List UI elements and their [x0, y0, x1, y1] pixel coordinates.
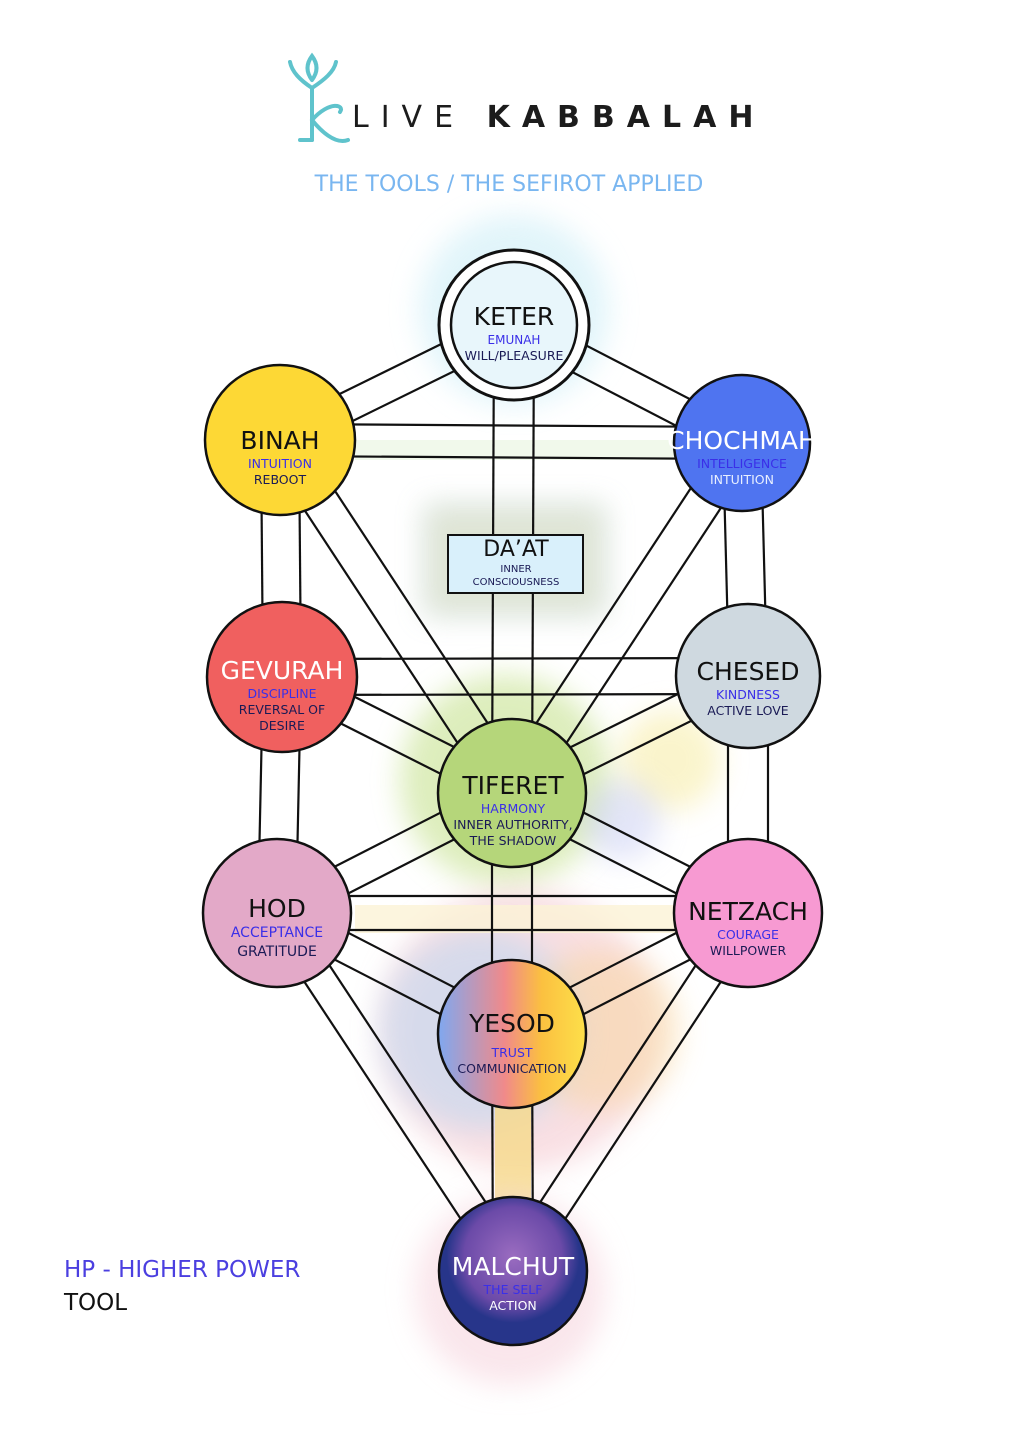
- chesed-line2: ACTIVE LOVE: [707, 703, 789, 718]
- sefira-circle-tiferet: [436, 717, 588, 869]
- chesed-title: CHESED: [696, 657, 800, 686]
- keter-line2: WILL/PLEASURE: [464, 348, 564, 363]
- sefira-hod: HOD ACCEPTANCE GRATITUDE: [231, 894, 323, 962]
- tiferet-line1: HARMONY: [480, 801, 546, 816]
- binah-line2: REBOOT: [253, 472, 307, 487]
- path-binah-chochmah: [279, 422, 743, 461]
- chesed-line1: KINDNESS: [716, 687, 780, 702]
- chochmah-line1: INTELLIGENCE: [697, 456, 787, 471]
- malchut-title: MALCHUT: [451, 1252, 575, 1281]
- sefira-chochmah: CHOCHMAH INTELLIGENCE INTUITION: [667, 426, 817, 488]
- netzach-line2: WILLPOWER: [709, 943, 787, 958]
- hod-line2: GRATITUDE: [237, 944, 317, 960]
- sefira-yesod: YESOD TRUST COMMUNICATION: [457, 1009, 566, 1077]
- path-edge-line: [280, 422, 743, 429]
- gevurah-line3: DESIRE: [259, 718, 305, 733]
- sefira-circle-chesed: [674, 602, 822, 750]
- k-plant-logo-icon: [288, 52, 350, 143]
- sefira-circle-gevurah: [205, 600, 359, 754]
- sefira-keter: KETER EMUNAH WILL/PLEASURE: [465, 302, 564, 364]
- legend-tool: TOOL: [64, 1290, 128, 1316]
- binah-line1: INTUITION: [247, 456, 313, 471]
- sefira-circle-binah: [203, 363, 357, 517]
- sefira-tiferet: TIFERET HARMONY INNER AUTHORITY, THE SHA…: [453, 771, 572, 849]
- sefira-gevurah: GEVURAH DISCIPLINE REVERSAL OF DESIRE: [221, 656, 344, 734]
- tiferet-title: TIFERET: [462, 771, 564, 800]
- chochmah-line2: INTUITION: [709, 472, 775, 487]
- netzach-line1: COURAGE: [717, 927, 779, 942]
- sefira-chesed: CHESED KINDNESS ACTIVE LOVE: [697, 657, 800, 719]
- sefira-circle-hod: [201, 837, 353, 989]
- sefira-daat: DA’AT INNER CONSCIOUSNESS: [473, 537, 560, 589]
- tiferet-line3: THE SHADOW: [469, 833, 557, 848]
- daat-line2: CONSCIOUSNESS: [472, 577, 560, 588]
- hod-title: HOD: [248, 894, 306, 923]
- path-hod-netzach: [277, 894, 748, 932]
- keter-title: KETER: [473, 302, 555, 331]
- sefira-malchut: MALCHUT THE SELF ACTION: [452, 1252, 574, 1314]
- brand-light: LIVE: [352, 100, 466, 135]
- malchut-line1: THE SELF: [483, 1282, 543, 1297]
- binah-title: BINAH: [240, 426, 320, 455]
- gevurah-line1: DISCIPLINE: [247, 686, 317, 701]
- sefira-circle-netzach: [672, 837, 824, 989]
- page-subtitle: THE TOOLS / THE SEFIROT APPLIED: [314, 172, 704, 197]
- path-edge-line: [279, 454, 742, 461]
- tiferet-line2: INNER AUTHORITY,: [453, 817, 573, 832]
- netzach-title: NETZACH: [688, 897, 808, 926]
- daat-line1: INNER: [500, 564, 532, 575]
- sefira-circle-yesod: [436, 958, 588, 1110]
- gevurah-title: GEVURAH: [220, 656, 344, 685]
- sefira-circle-chochmah: [672, 373, 812, 513]
- path-edge-line: [282, 692, 749, 697]
- daat-title: DA’AT: [483, 537, 549, 562]
- keter-line1: EMUNAH: [487, 333, 541, 347]
- gevurah-line2: REVERSAL OF: [238, 702, 326, 717]
- brand-name: LIVE KABBALAH: [352, 100, 765, 135]
- malchut-line2: ACTION: [489, 1298, 537, 1313]
- path-gevurah-chesed: [281, 656, 749, 697]
- path-edge-line: [281, 656, 748, 661]
- sefira-netzach: NETZACH COURAGE WILLPOWER: [688, 897, 808, 959]
- yesod-title: YESOD: [469, 1009, 555, 1038]
- brand-bold: KABBALAH: [486, 100, 766, 135]
- sefira-circle-keter: [449, 260, 579, 390]
- yesod-line2: COMMUNICATION: [457, 1061, 567, 1076]
- legend-hp: HP - HIGHER POWER: [64, 1257, 301, 1283]
- daat-box: [447, 534, 584, 594]
- sefira-binah: BINAH INTUITION REBOOT: [240, 426, 319, 488]
- chochmah-title: CHOCHMAH: [667, 426, 817, 455]
- sefira-circle-malchut: [437, 1195, 589, 1347]
- yesod-line1: TRUST: [491, 1045, 533, 1060]
- hod-line1: ACCEPTANCE: [230, 925, 324, 941]
